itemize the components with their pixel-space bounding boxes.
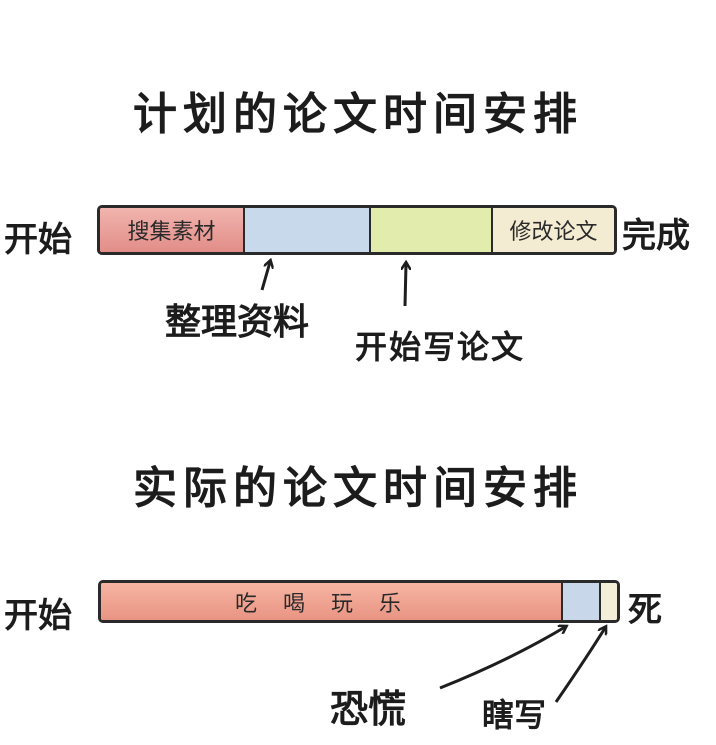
- planned-timeline-bar: 搜集素材 修改论文: [97, 205, 617, 255]
- actual-note-scribble: 瞎写: [482, 696, 547, 734]
- actual-start-label: 开始: [4, 596, 72, 636]
- actual-segment-having-fun: 吃喝玩乐: [101, 583, 561, 620]
- arrow-to-scribble: [554, 628, 605, 703]
- actual-timeline-bar: 吃喝玩乐: [98, 580, 620, 623]
- planned-segment-revise-paper: 修改论文: [491, 208, 614, 252]
- actual-segment-panic: [561, 583, 599, 620]
- planned-segment-writing: [369, 208, 491, 252]
- planned-title: 计划的论文时间安排: [133, 89, 583, 140]
- arrow-to-start-writing: [405, 264, 406, 307]
- actual-end-label: 死: [628, 590, 662, 630]
- arrow-to-organize-data: [260, 262, 270, 291]
- actual-note-panic: 恐慌: [330, 687, 407, 731]
- planned-segment-collect-materials: 搜集素材: [100, 208, 243, 252]
- planned-segment-organize-data: [243, 208, 369, 252]
- arrow-to-panic: [439, 627, 565, 690]
- actual-title: 实际的论文时间安排: [133, 463, 583, 514]
- planned-end-label: 完成: [622, 216, 690, 256]
- planned-start-label: 开始: [4, 220, 72, 260]
- planned-note-organize-data: 整理资料: [165, 302, 310, 343]
- actual-segment-scribble: [599, 583, 617, 620]
- planned-note-start-writing: 开始写论文: [355, 328, 526, 366]
